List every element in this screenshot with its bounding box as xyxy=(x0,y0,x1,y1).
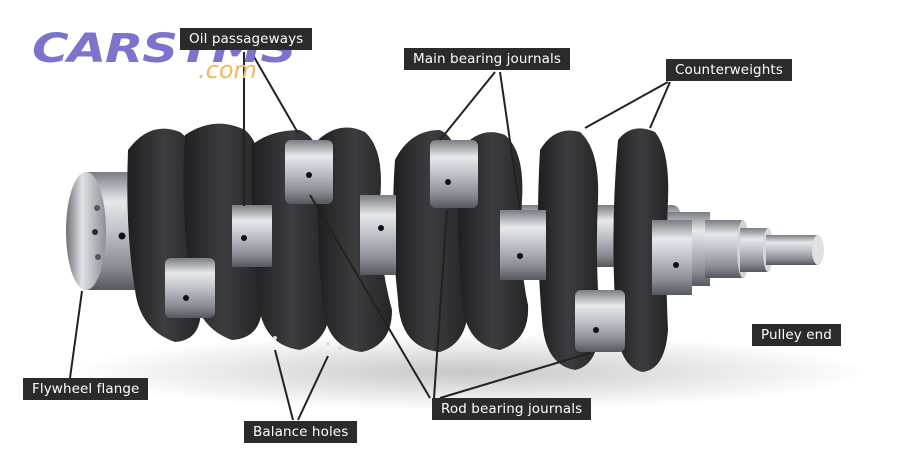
label-balance-holes: Balance holes xyxy=(244,421,358,443)
leader-oil-2 xyxy=(249,49,299,134)
leader-balance-1 xyxy=(274,349,294,421)
logo-tld: .com xyxy=(198,56,257,84)
label-oil-passageways: Oil passageways xyxy=(180,28,313,50)
journals xyxy=(165,140,692,352)
label-pulley-end: Pulley end xyxy=(752,324,841,346)
leader-rod-2 xyxy=(433,209,448,399)
leader-cw-2 xyxy=(649,81,671,129)
label-rod-bearing-journals: Rod bearing journals xyxy=(432,398,592,420)
label-counterweights: Counterweights xyxy=(666,59,792,81)
leader-balance-2 xyxy=(297,355,329,421)
label-flywheel-flange: Flywheel flange xyxy=(23,378,149,400)
oil-holes xyxy=(183,172,679,350)
leader-rod-1 xyxy=(309,194,431,399)
leader-main-1 xyxy=(439,71,496,141)
leader-rod-3 xyxy=(439,352,591,399)
leader-cw-1 xyxy=(584,81,669,129)
label-main-bearing-journals: Main bearing journals xyxy=(404,48,570,70)
leader-lines xyxy=(69,49,671,421)
leader-main-2 xyxy=(499,71,521,211)
leader-flywheel xyxy=(69,290,83,379)
floor-shadow xyxy=(70,334,870,410)
